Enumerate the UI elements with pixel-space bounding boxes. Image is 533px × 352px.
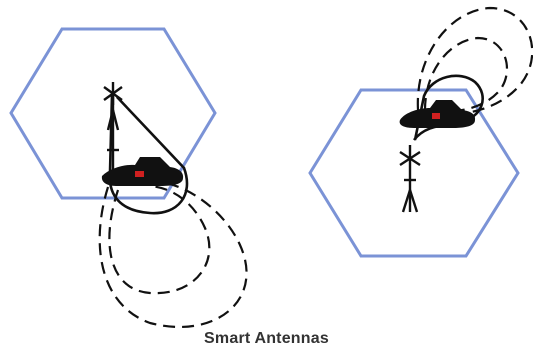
right-inactive-beams bbox=[418, 8, 532, 115]
right-car-icon bbox=[400, 100, 475, 128]
left-car-light bbox=[135, 171, 144, 177]
right-dashed-lobe-outer bbox=[418, 8, 532, 115]
left-cell bbox=[11, 29, 247, 327]
right-cell bbox=[310, 8, 532, 256]
left-dashed-lobe-inner bbox=[109, 186, 209, 293]
diagram-caption: Smart Antennas bbox=[0, 330, 533, 348]
right-car-light bbox=[432, 113, 440, 119]
right-antenna-tower-icon bbox=[400, 145, 420, 212]
left-active-beam bbox=[110, 95, 187, 213]
